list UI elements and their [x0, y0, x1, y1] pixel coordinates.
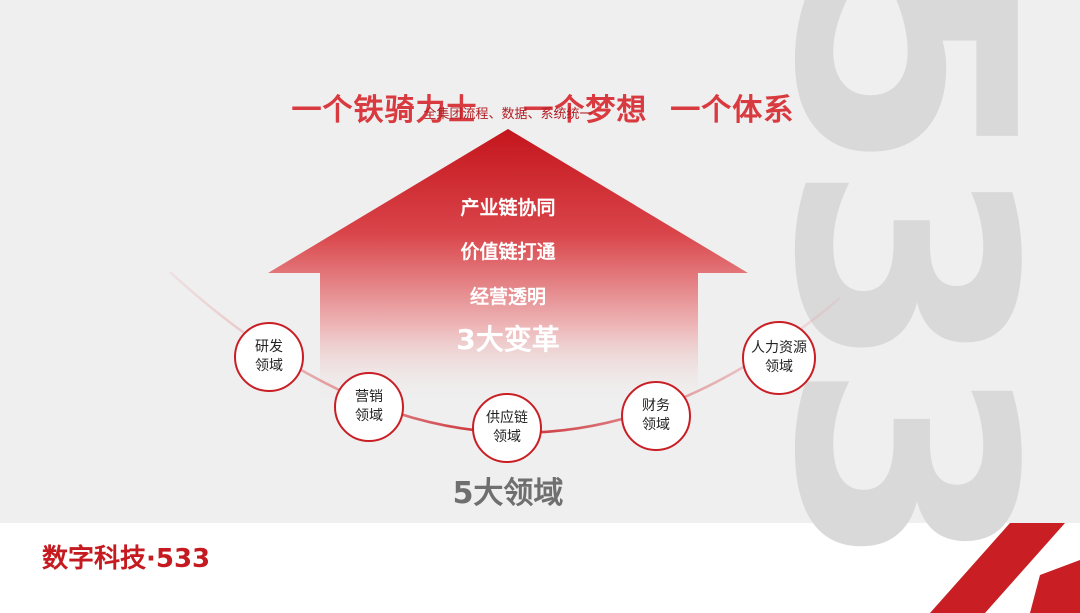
domain-label: 研发 [255, 339, 283, 355]
title-part-2: 一个梦想 [523, 93, 648, 128]
domain-rnd: 研发领域 [234, 322, 304, 392]
corner-logo-shape [930, 523, 1065, 613]
domain-label: 领域 [493, 429, 521, 445]
domain-marketing: 营销领域 [334, 372, 404, 442]
domain-label: 人力资源 [751, 340, 807, 356]
domain-label: 供应链 [486, 410, 528, 426]
domain-label: 领域 [642, 417, 670, 433]
domains-summary: 5大领域 [452, 476, 564, 511]
title-part-1: 一个铁骑力士 [291, 93, 478, 128]
domain-label: 领域 [355, 408, 383, 424]
reforms-summary: 3大变革 [456, 323, 560, 356]
domain-label: 领域 [765, 359, 793, 375]
domain-label: 领域 [255, 358, 283, 374]
main-title: 一个铁骑力士 一个梦想 一个体系 [0, 50, 1040, 164]
domain-label: 财务 [642, 398, 670, 414]
reform-item: 经营透明 [469, 286, 546, 308]
corner-logo-shape-2 [1030, 560, 1080, 613]
domain-hr: 人力资源领域 [742, 321, 816, 395]
subtitle: 全集团流程、数据、系统统一 [423, 107, 593, 122]
footer-brand: 数字科技·533 [42, 544, 211, 574]
title-part-3: 一个体系 [670, 93, 795, 128]
domain-label: 营销 [355, 389, 383, 405]
reform-item: 价值链打通 [460, 241, 556, 263]
up-arrow-shape [268, 129, 748, 405]
domain-supply-chain: 供应链领域 [472, 393, 542, 463]
domain-finance: 财务领域 [621, 381, 691, 451]
reform-item: 产业链协同 [460, 197, 556, 219]
